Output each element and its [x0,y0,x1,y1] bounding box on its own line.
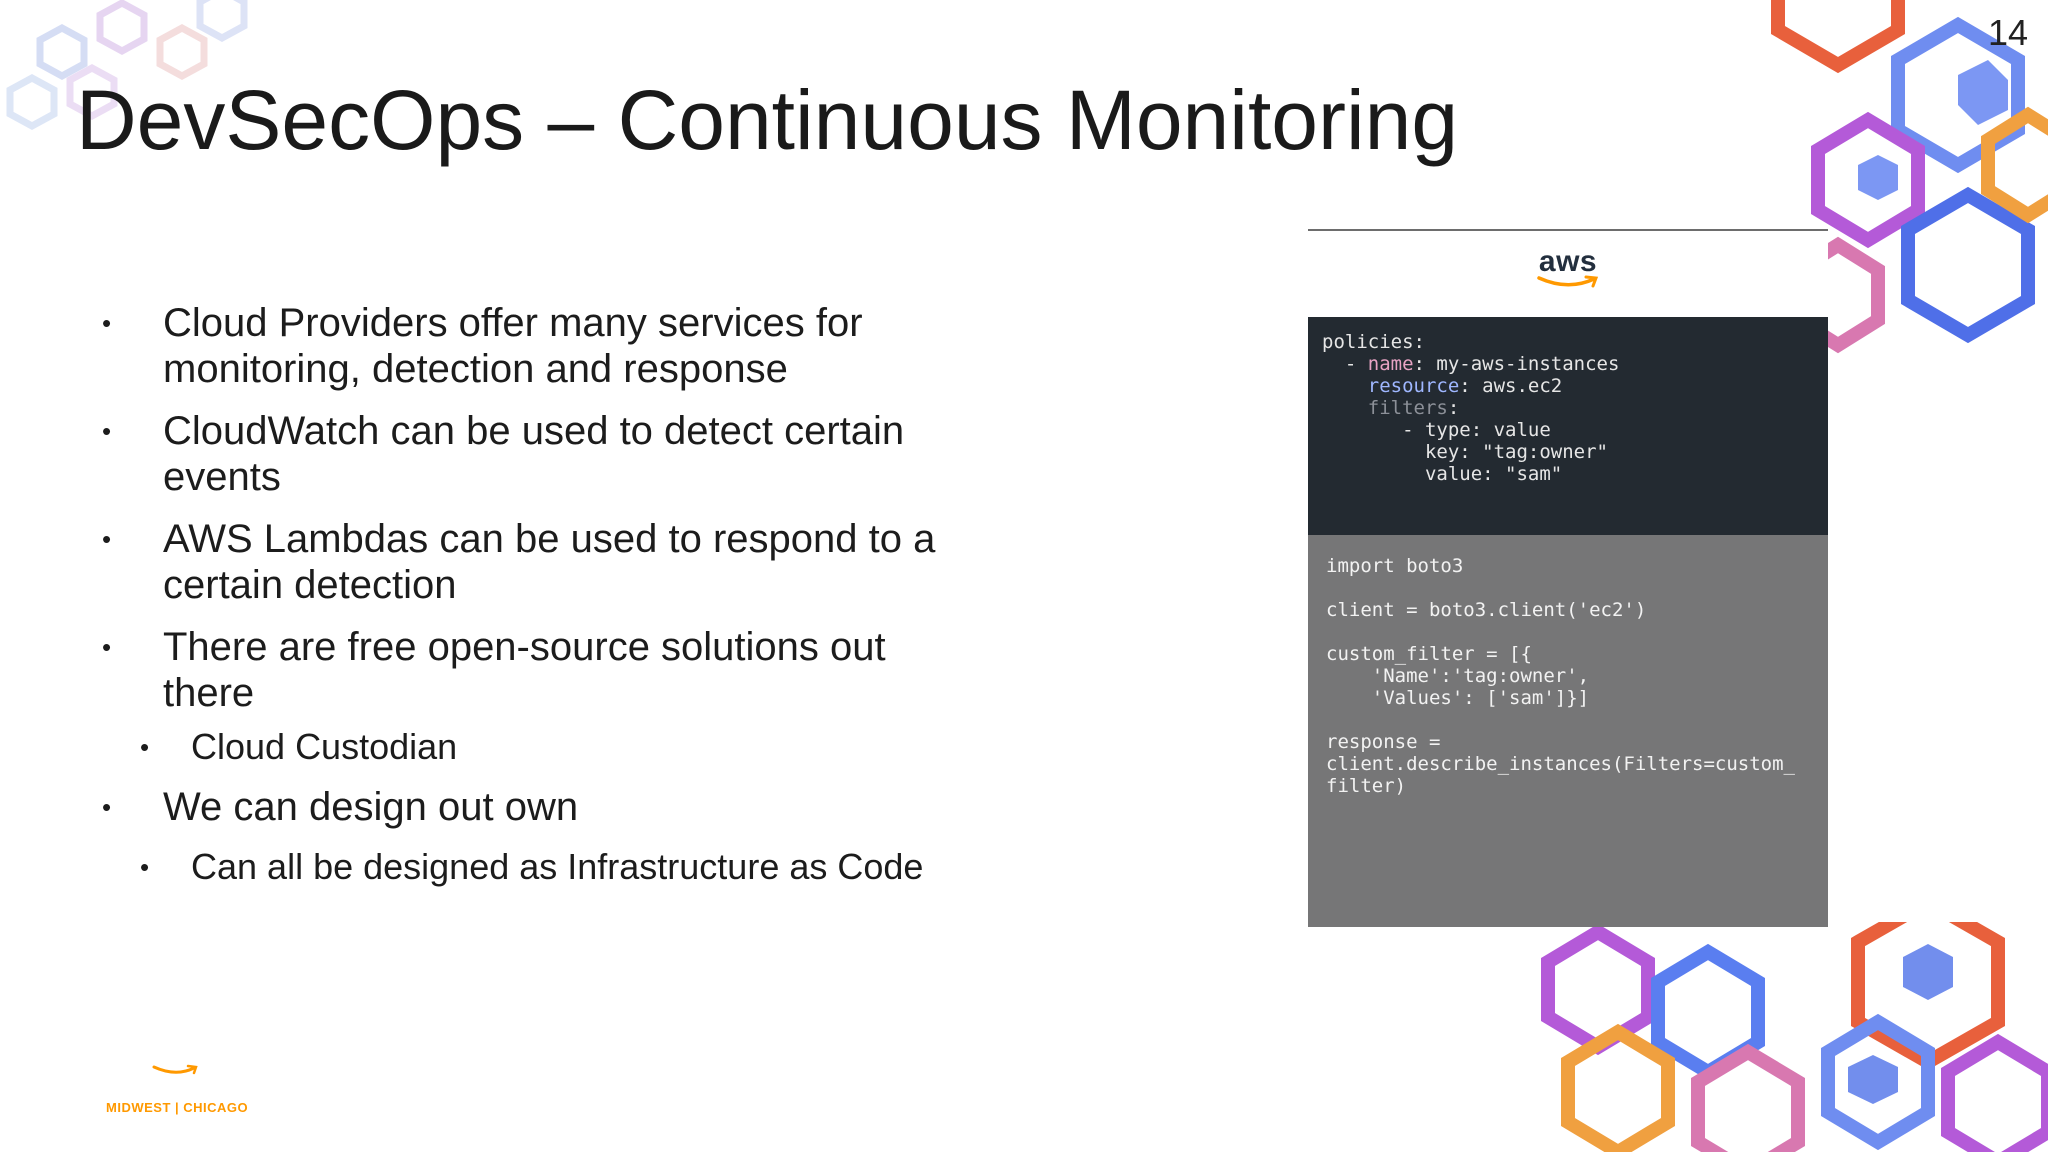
list-item: • Can all be designed as Infrastructure … [100,844,1000,890]
yaml-code-block: policies: - name: my-aws-instances resou… [1308,317,1828,535]
code-line: resource: aws.ec2 [1322,375,1814,397]
bullet-text: Can all be designed as Infrastructure as… [191,846,924,887]
list-item: • There are free open-source solutions o… [100,624,1000,716]
code-token: : [1447,397,1460,419]
bullet-dot-icon: • [140,732,150,762]
bullet-text: Cloud Custodian [191,726,458,767]
list-item: • Cloud Providers offer many services fo… [100,300,1000,392]
code-line: 'Name':'tag:owner', [1326,665,1590,687]
page-number: 14 [1987,12,2028,53]
code-line: - name: my-aws-instances [1322,353,1814,375]
bullet-dot-icon: • [102,792,112,822]
code-line: custom_filter = [{ [1326,643,1532,665]
code-line: key: "tag:owner" [1322,441,1608,463]
bullet-dot-icon: • [102,632,112,662]
code-line: filters: [1322,397,1814,419]
code-token: - [1322,353,1368,375]
code-line: policies: [1322,331,1425,353]
page-title: DevSecOps – Continuous Monitoring [76,73,1459,167]
list-item: • Cloud Custodian [100,724,1000,770]
aws-logo-header: aws [1308,231,1828,317]
bullet-text: There are free open-source solutions out… [163,625,886,715]
list-item: • We can design out own [100,784,1000,830]
code-token: : aws.ec2 [1459,375,1563,397]
bullet-text: Cloud Providers offer many services for … [163,301,863,391]
code-line: client = boto3.client('ec2') [1326,599,1647,621]
code-line: filter) [1326,775,1407,797]
code-token: name [1367,353,1414,375]
code-token: : my-aws-instances [1413,353,1620,375]
hexagon-pattern-icon [6,0,248,130]
hexagon-pattern-icon [1541,922,2048,1152]
code-line: 'Values': ['sam']}] [1326,687,1590,709]
code-line: client.describe_instances(Filters=custom… [1326,753,1795,775]
code-token: filters [1367,397,1448,419]
bullet-text: AWS Lambdas can be used to respond to a … [163,517,936,607]
bullet-list: • Cloud Providers offer many services fo… [100,300,1000,904]
code-line: - type: value [1322,419,1551,441]
python-code-block: import boto3 client = boto3.client('ec2')… [1308,535,1828,927]
aws-logo-text: aws [1538,245,1598,278]
aws-logo: aws [1536,245,1600,289]
bullet-text: CloudWatch can be used to detect certain… [163,409,905,499]
bullet-dot-icon: • [102,416,112,446]
code-token: resource [1367,375,1460,397]
code-line: import boto3 [1326,555,1464,577]
code-line: value: "sam" [1322,463,1563,485]
list-item: • AWS Lambdas can be used to respond to … [100,516,1000,608]
footer-text: MIDWEST | CHICAGO [106,1100,249,1115]
footer-logo: MIDWEST | CHICAGO [106,1064,248,1115]
list-item: • CloudWatch can be used to detect certa… [100,408,1000,500]
bullet-dot-icon: • [140,852,150,882]
bullet-dot-icon: • [102,524,112,554]
aws-smile-icon [1537,275,1599,288]
code-line: response = [1326,731,1441,753]
aws-smile-icon [152,1064,198,1075]
bullet-dot-icon: • [102,308,112,338]
bullet-text: We can design out own [163,785,579,829]
code-example-panel: aws policies: - name: my-aws-instances r… [1308,229,1828,927]
